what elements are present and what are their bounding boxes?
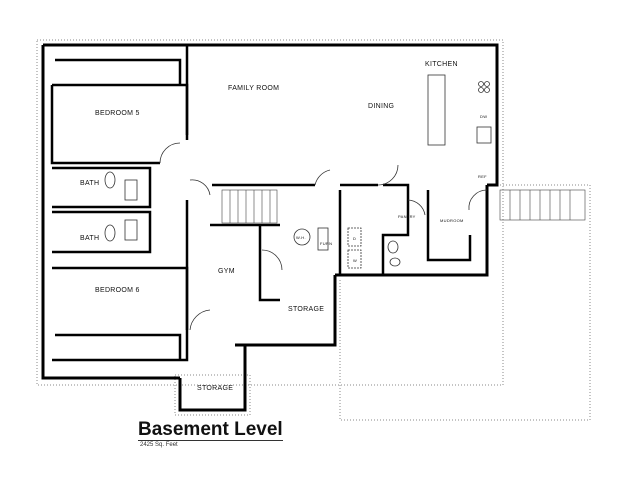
washer-icon	[347, 249, 362, 269]
label-bath-1: BATH	[80, 180, 99, 187]
label-mudroom: MUDROOM	[440, 218, 464, 223]
furnace-icon	[317, 227, 329, 251]
plan-title: Basement Level	[138, 419, 283, 441]
label-refrigerator: REF	[478, 174, 487, 179]
kitchen-sink-icon	[476, 126, 492, 144]
label-dining: DINING	[368, 103, 394, 110]
label-storage-2: STORAGE	[197, 385, 233, 392]
foundation-outline	[36, 39, 591, 421]
label-dryer: D	[353, 236, 356, 241]
label-water-heater: W.H.	[296, 235, 306, 240]
label-bedroom-6: BEDROOM 6	[95, 287, 140, 294]
label-bedroom-5: BEDROOM 5	[95, 110, 140, 117]
interior-walls	[50, 45, 472, 362]
stairs	[221, 189, 586, 224]
label-family-room: FAMILY ROOM	[228, 85, 279, 92]
label-dishwasher: DW	[480, 114, 487, 119]
water-heater-icon	[293, 228, 311, 246]
plan-area: 2425 Sq. Feet	[140, 442, 178, 448]
room-labels: KITCHEN FAMILY ROOM DINING BEDROOM 5 BED…	[80, 61, 487, 392]
kitchen-island	[427, 74, 446, 146]
label-washer: W	[353, 258, 357, 263]
label-kitchen: KITCHEN	[425, 61, 458, 68]
fixtures	[104, 74, 492, 331]
dryer-icon	[347, 227, 362, 247]
label-storage-1: STORAGE	[288, 306, 324, 313]
label-bath-2: BATH	[80, 235, 99, 242]
label-furnace: FURN	[320, 241, 332, 246]
label-pantry: PANTRY	[398, 214, 416, 219]
label-gym: GYM	[218, 268, 235, 275]
exterior-walls	[41, 43, 499, 412]
